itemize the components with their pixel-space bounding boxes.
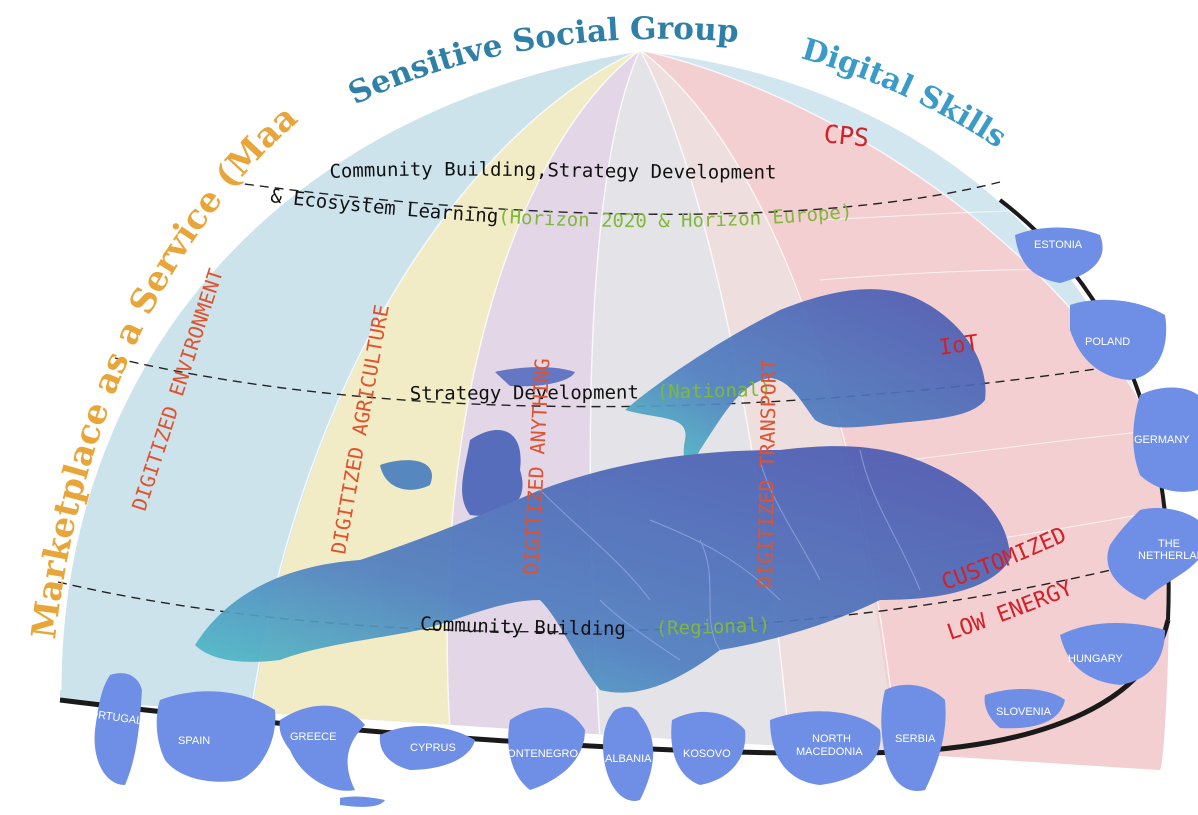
level-bottom: Community Building(Regional): [420, 613, 771, 640]
svg-text:MACEDONIA: MACEDONIA: [796, 746, 863, 758]
country-spain: SPAIN: [156, 691, 276, 782]
svg-text:HUNGARY: HUNGARY: [1068, 653, 1123, 665]
svg-text:THE: THE: [1158, 538, 1180, 550]
country-albania: ALBANIA: [603, 706, 654, 801]
country-estonia: ESTONIA: [1015, 227, 1103, 283]
europe-map: [195, 289, 1010, 693]
svg-text:MONTENEGRO: MONTENEGRO: [498, 748, 579, 760]
level-middle-scope: (National): [657, 379, 772, 404]
country-serbia: SERBIA: [881, 684, 946, 791]
country-netherlands: THE NETHERLANDS: [1107, 508, 1198, 600]
ireland-shape: [380, 460, 432, 490]
cps-label: CPS: [822, 119, 870, 153]
country-hungary: HUNGARY: [1060, 623, 1165, 685]
scandinavia-shape: [625, 289, 986, 463]
continental-europe-shape: [195, 446, 1010, 693]
dome-left-rim: [58, 48, 641, 691]
svg-text:ALBANIA: ALBANIA: [605, 753, 652, 765]
svg-text:CYPRUS: CYPRUS: [410, 742, 456, 754]
country-poland: POLAND: [1070, 299, 1167, 380]
country-germany: GERMANY: [1133, 387, 1198, 492]
level-bottom-scope: (Regional): [656, 614, 771, 640]
country-portugal: PORTUGAL: [82, 673, 143, 785]
country-north-macedonia: NORTH MACEDONIA: [770, 711, 881, 785]
svg-text:KOSOVO: KOSOVO: [683, 748, 731, 760]
level-top-line1: Community Building,Strategy Development: [329, 159, 776, 184]
svg-text:POLAND: POLAND: [1085, 336, 1130, 348]
iceland-shape: [495, 367, 575, 387]
sector-transport-label: DIGITIZED TRANSPORT: [753, 359, 781, 588]
svg-text:NETHERLANDS: NETHERLANDS: [1138, 550, 1198, 562]
level-middle: Strategy Development(National): [410, 379, 772, 405]
country-kosovo: KOSOVO: [671, 711, 746, 785]
svg-text:SPAIN: SPAIN: [178, 735, 210, 747]
sector-agriculture-band: [250, 50, 640, 730]
svg-text:SLOVENIA: SLOVENIA: [996, 706, 1052, 718]
country-montenegro: MONTENEGRO: [498, 707, 585, 790]
svg-text:SERBIA: SERBIA: [895, 733, 936, 745]
country-greece: GREECE: [279, 705, 385, 807]
sector-cps-band: [640, 50, 1170, 770]
svg-text:NORTH: NORTH: [812, 733, 851, 745]
britain-shape: [462, 430, 523, 516]
country-cyprus: CYPRUS: [379, 725, 475, 770]
svg-text:ESTONIA: ESTONIA: [1034, 239, 1083, 251]
svg-text:GERMANY: GERMANY: [1134, 434, 1190, 446]
country-slovenia: SLOVENIA: [984, 688, 1065, 729]
svg-text:GREECE: GREECE: [290, 731, 336, 743]
iot-label: IoT: [937, 331, 980, 361]
